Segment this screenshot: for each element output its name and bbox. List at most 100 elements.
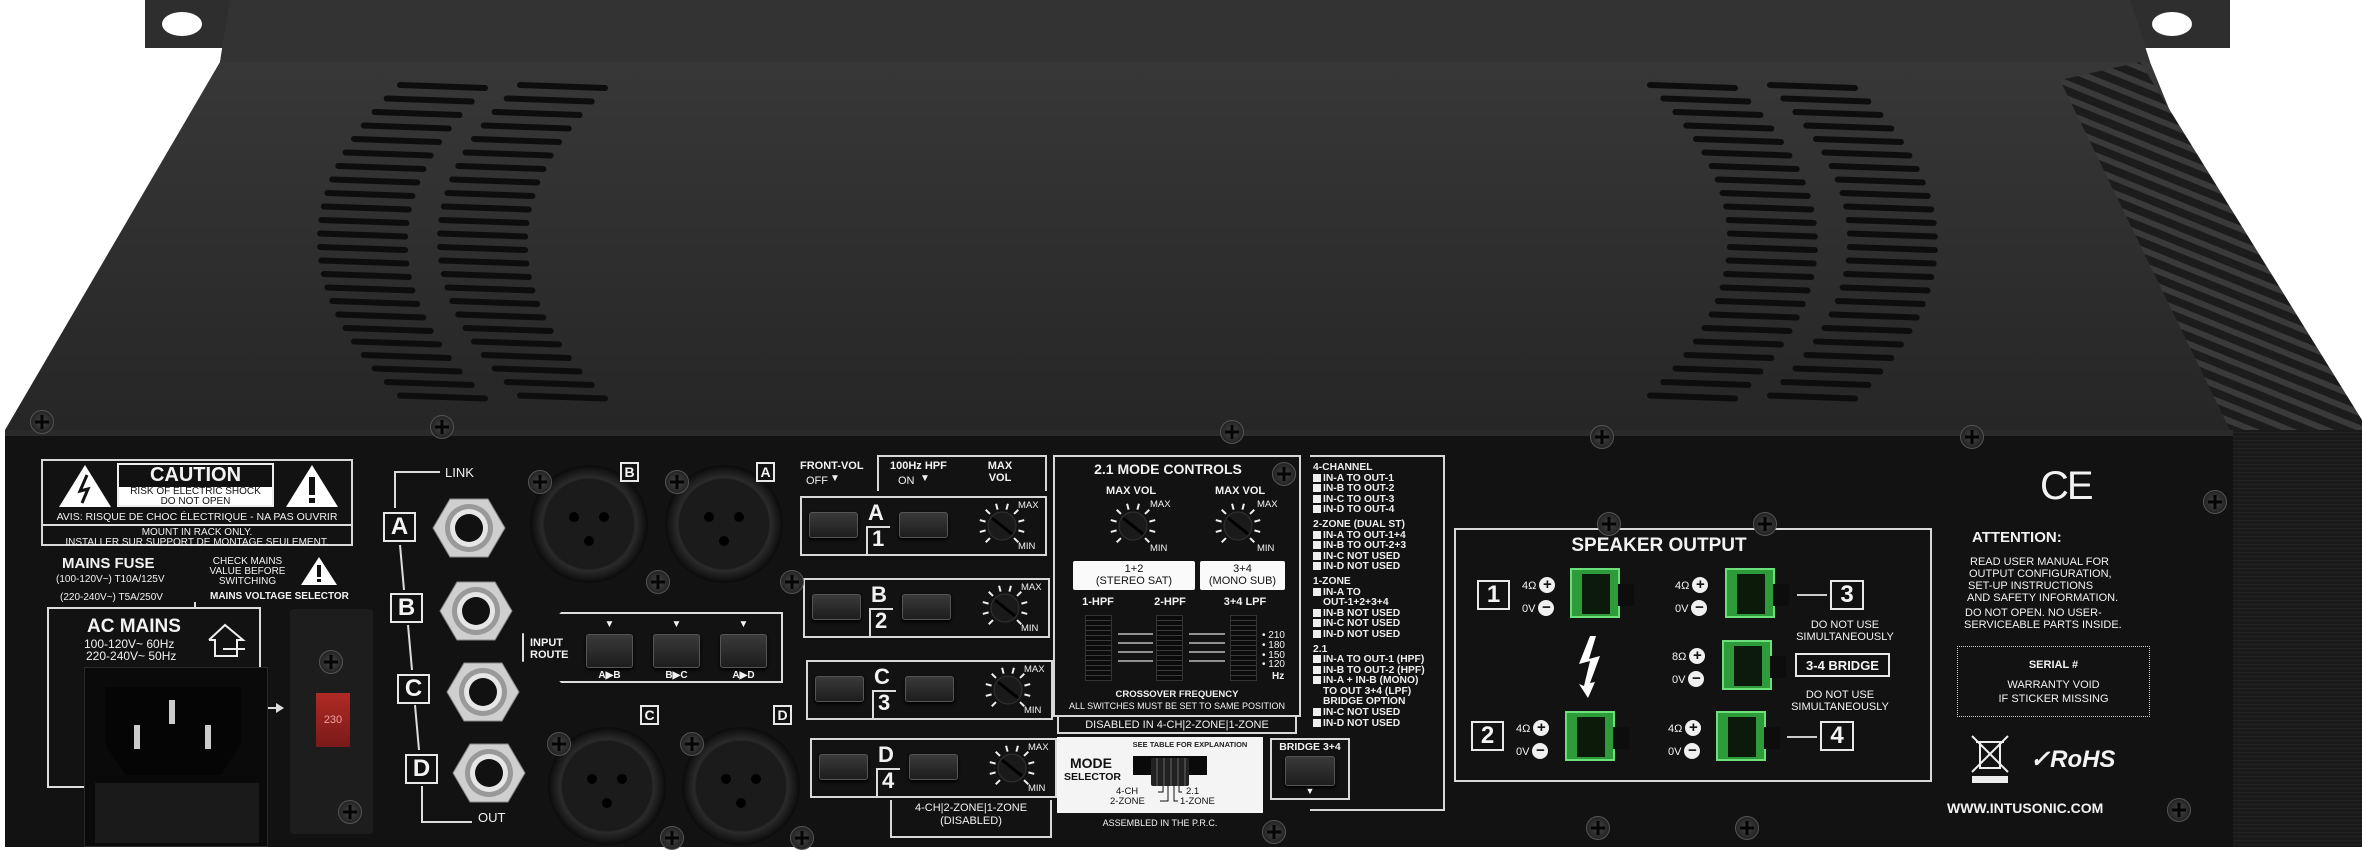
top-cover [5,0,2300,430]
sub-max-vol-knob[interactable] [1213,501,1263,551]
screw-icon [1960,425,1984,449]
hpf-button-b[interactable] [902,594,951,620]
mode-table-item: IN-C NOT USED [1313,619,1425,630]
check-mains-3: SWITCHING [218,576,277,587]
vent-slot [1708,311,1800,321]
sat-max-vol-knob[interactable] [1108,501,1158,551]
vent-slot [1812,338,1904,348]
rohs-logo: ✓RoHS [2030,746,2116,773]
mode-selector-title-2: SELECTOR [1064,771,1121,783]
press-indicator-icon: ▼ [738,619,749,630]
vent-slot [1767,392,1858,402]
vent-slot [1846,230,1938,240]
freq-value: 150 [1268,650,1285,661]
vent-slot [449,176,541,186]
vent-slot [1683,352,1775,361]
knob-dial-icon [979,503,1025,543]
mode-selector-switch[interactable] [1151,758,1189,786]
front-vol-button-d[interactable] [819,754,868,780]
mode-table-item-text: IN-C NOT USED [1323,618,1401,630]
vent-slot [383,379,475,388]
bridge-3-4-button[interactable] [1285,756,1335,786]
screw-icon [547,732,571,756]
stereo-sat-2: (STEREO SAT) [1095,575,1173,587]
press-indicator-icon: ▼ [671,619,682,630]
impedance: 4Ω [1675,580,1690,592]
crossover-slider-1-hpf[interactable] [1085,615,1112,681]
mode-table-item-text: IN-D TO OUT-4 [1323,504,1395,516]
front-vol-button-a[interactable] [809,512,858,538]
minus-icon: − [1532,743,1549,759]
screw-icon [665,470,689,494]
front-vol-button-b[interactable] [812,594,861,620]
attention-title: ATTENTION: [1972,529,2062,546]
vent-slot [1660,95,1752,105]
route-button-b-c[interactable] [653,634,700,668]
quarter-inch-jack-icon [446,662,520,722]
vent-slot [1780,95,1872,105]
vent-slot [1767,82,1858,91]
vent-slot [471,136,563,145]
front-vol-off-label: OFF [806,475,828,487]
crossover-slider-2-hpf[interactable] [1156,615,1183,681]
freq-120: • 120 [1262,659,1285,670]
max-vol-knob-b[interactable] [980,583,1030,633]
class-1-ground-icon [208,623,246,657]
vent-slot [1708,163,1800,172]
route-label-b-c: B▶C [665,670,688,681]
voltage-selector-switch[interactable]: 230 [316,693,350,747]
vent-slot [438,217,530,226]
crossover-slider-34-lpf[interactable] [1230,615,1257,681]
vent-slot [1719,284,1811,294]
max-vol-knob-a[interactable] [977,501,1027,551]
vent-slot [320,271,412,280]
front-vol-button-c[interactable] [815,676,864,702]
mode-table-item-text: IN-C NOT USED [1323,550,1401,562]
press-indicator-icon: ▼ [1305,786,1315,796]
vent-slot [1726,244,1818,253]
hpf-button-d[interactable] [909,754,958,780]
mode-table-heading: 2.1 [1313,643,1328,655]
vent-slot [320,203,412,213]
channel-number: 3 [878,690,891,715]
knob-dial-icon [1215,503,1261,543]
impedance: 4Ω [1516,723,1531,735]
weee-bin-icon [1971,735,2009,783]
hpf-button-a[interactable] [899,512,948,538]
route-label-a-b: A▶B [598,670,621,681]
vent-slot [1723,271,1815,280]
channel-disabled-modes: 4-CH|2-ZONE|1-ZONE [914,802,1028,814]
mount-text: MOUNT IN RACK ONLY. [141,527,253,538]
max-vol-knob-d[interactable] [987,743,1037,793]
attention-line-3: SET-UP INSTRUCTIONS [1968,580,2094,592]
freq-180: • 180 [1262,640,1285,651]
mode-table-item-text: IN-B TO OUT-2+3 [1323,540,1407,552]
max-vol-knob-c[interactable] [983,665,1033,715]
mode-table-item: IN-B TO OUT-2 [1313,483,1425,495]
plus-icon: + [1692,577,1709,593]
channel-row-a [800,496,1047,556]
route-button-a-d[interactable] [720,634,767,668]
channel-row-b [803,578,1050,638]
website-url: WWW.INTUSONIC.COM [1947,800,2104,816]
crossover-note: ALL SWITCHES MUST BE SET TO SAME POSITIO… [1068,701,1286,711]
vent-slot [397,82,488,91]
mono-sub-label-box [1200,561,1285,590]
terminal-1-positive: 4Ω+ [1522,577,1556,593]
high-voltage-arrow-icon [1579,636,1600,698]
vent-slot [1719,190,1811,199]
xlr-input-a [665,465,783,583]
warning-icon [301,557,337,585]
plus-icon: + [1539,577,1556,593]
input-route-panel [522,612,783,683]
channel-number: 4 [882,768,895,793]
screw-icon [319,650,343,674]
mode21-title: 2.1 MODE CONTROLS [1094,461,1242,477]
hpf-button-c[interactable] [905,676,954,702]
route-button-a-b[interactable] [586,634,633,668]
mode-table-item: IN-C TO OUT-3 [1313,494,1425,506]
ground-label: 0V [1675,603,1689,615]
vent-slot [318,257,410,267]
screw-icon [1220,420,1244,444]
vent-slot [517,392,608,402]
